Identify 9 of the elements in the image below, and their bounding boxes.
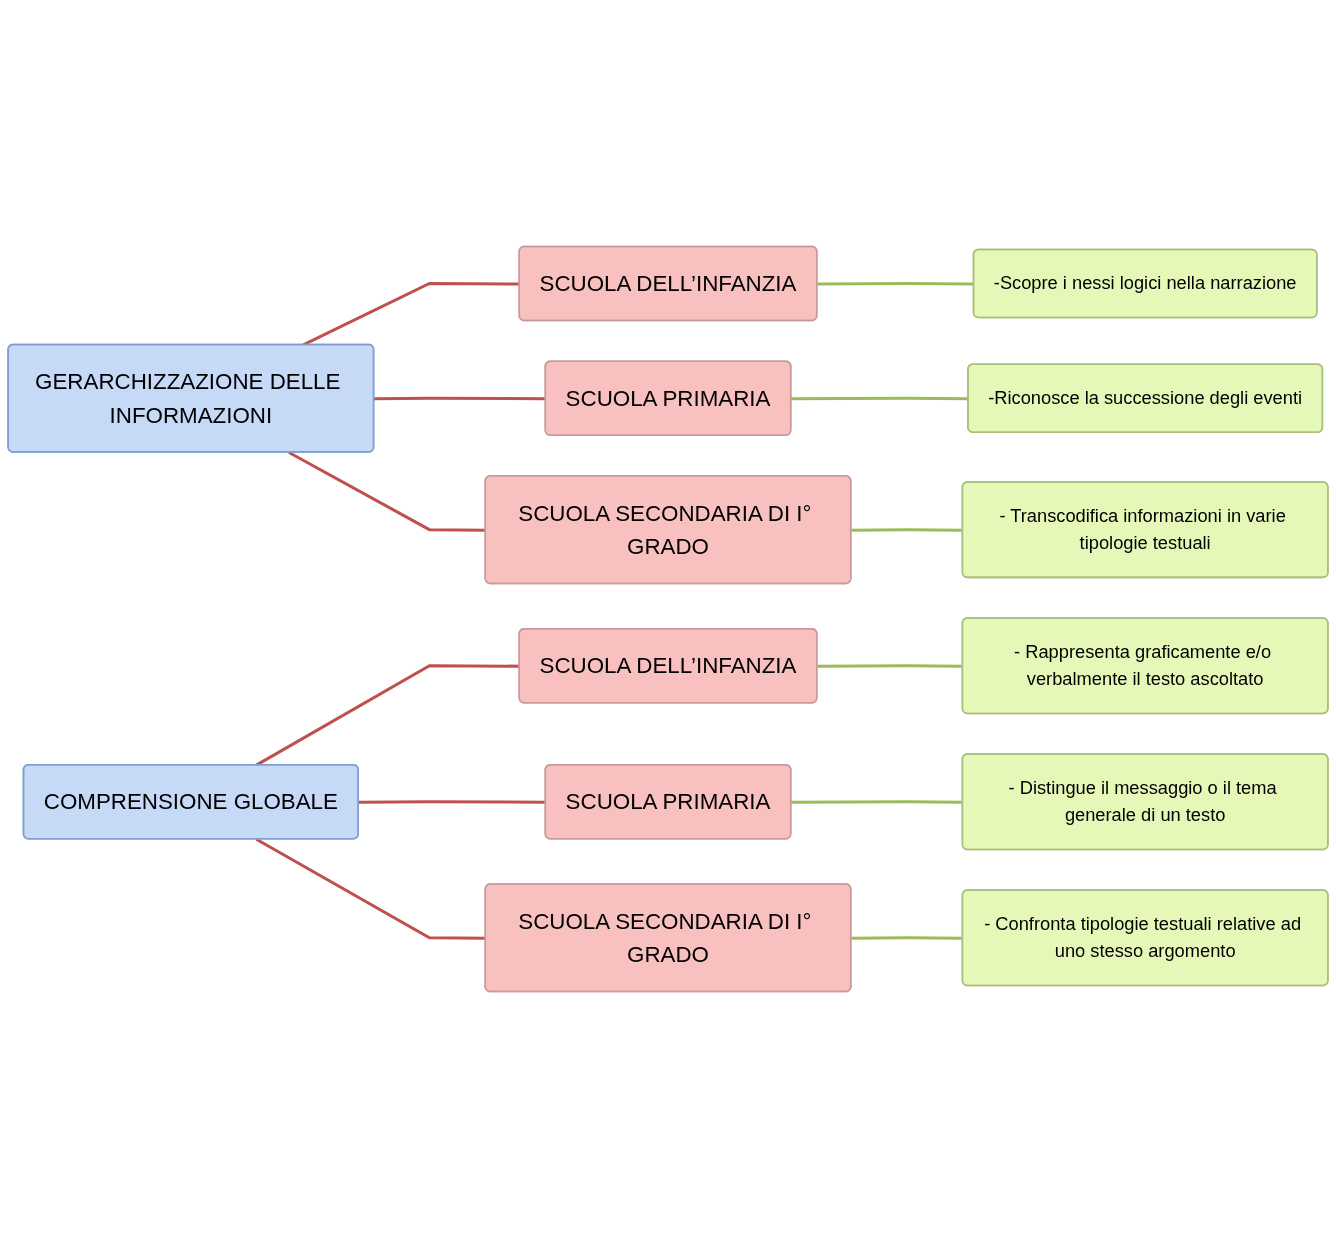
- connector: [851, 528, 963, 532]
- connector: [288, 451, 486, 532]
- connector: [358, 800, 546, 804]
- connector: [791, 800, 963, 804]
- connector: [817, 664, 963, 668]
- connector: [374, 396, 546, 401]
- connector: [851, 936, 963, 940]
- connector: [817, 281, 974, 286]
- connector: [255, 837, 486, 940]
